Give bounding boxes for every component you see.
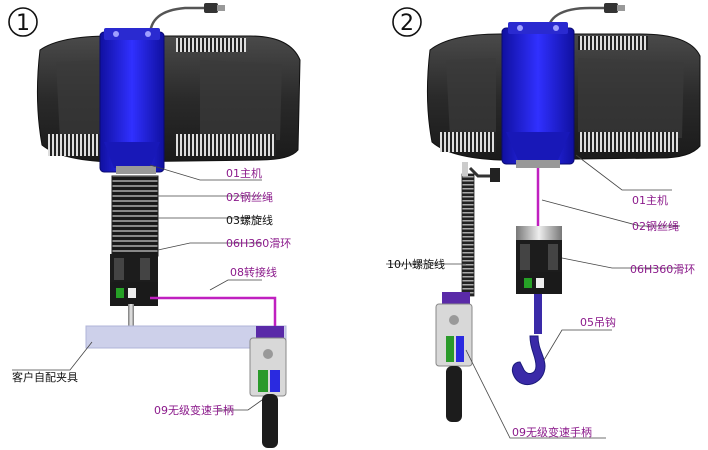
panel-1-adapter-cable-line — [150, 296, 277, 330]
panel-1: 1 — [8, 3, 301, 448]
panel-2-label-wire-rope: 02钢丝绳 — [632, 219, 679, 233]
panel-1-label-adapter-cable: 08转接线 — [230, 265, 277, 279]
panel-1-label-customer-fixture: 客户自配夹具 — [12, 370, 78, 384]
panel-1-number-badge: 1 — [8, 7, 38, 37]
panel-1-main-unit — [36, 28, 301, 174]
panel-2-label-hook: 05吊钩 — [580, 315, 616, 329]
panel-2-number-badge: 2 — [392, 7, 422, 37]
panel-2-label-main-unit: 01主机 — [632, 193, 668, 207]
panel-2-label-small-spiral: 10小螺旋线 — [387, 257, 445, 271]
panel-1-handle — [249, 326, 287, 448]
panel-1-leader-lines — [12, 164, 263, 411]
panel-2-small-spiral — [461, 162, 500, 297]
panel-1-label-wire-rope: 02钢丝绳 — [226, 190, 273, 204]
panel-1-slip-ring — [110, 254, 158, 306]
panel-2-label-slip-ring: 06H360滑环 — [630, 263, 695, 276]
panel-2-hook — [511, 294, 546, 386]
panel-2-handle — [435, 292, 473, 422]
panel-2: 2 — [386, 3, 701, 439]
panel-2-number: 2 — [400, 11, 414, 36]
panel-2-label-handle: 09无级变速手柄 — [512, 425, 592, 439]
panel-1-spiral-coil — [111, 175, 159, 257]
panel-2-slip-ring — [516, 226, 562, 294]
panel-1-power-cable — [148, 3, 225, 37]
panel-1-number: 1 — [16, 11, 30, 36]
panel-1-shaft — [128, 304, 134, 326]
panel-1-label-handle: 09无级变速手柄 — [154, 403, 234, 417]
panel-1-label-main-unit: 01主机 — [226, 166, 262, 180]
panel-2-leader-lines — [386, 154, 680, 439]
panel-1-customer-fixture — [85, 325, 287, 349]
panel-1-label-spiral-wire: 03螺旋线 — [226, 213, 273, 227]
panel-1-label-slip-ring: 06H360滑环 — [226, 237, 291, 250]
panel-2-main-unit — [426, 22, 701, 168]
